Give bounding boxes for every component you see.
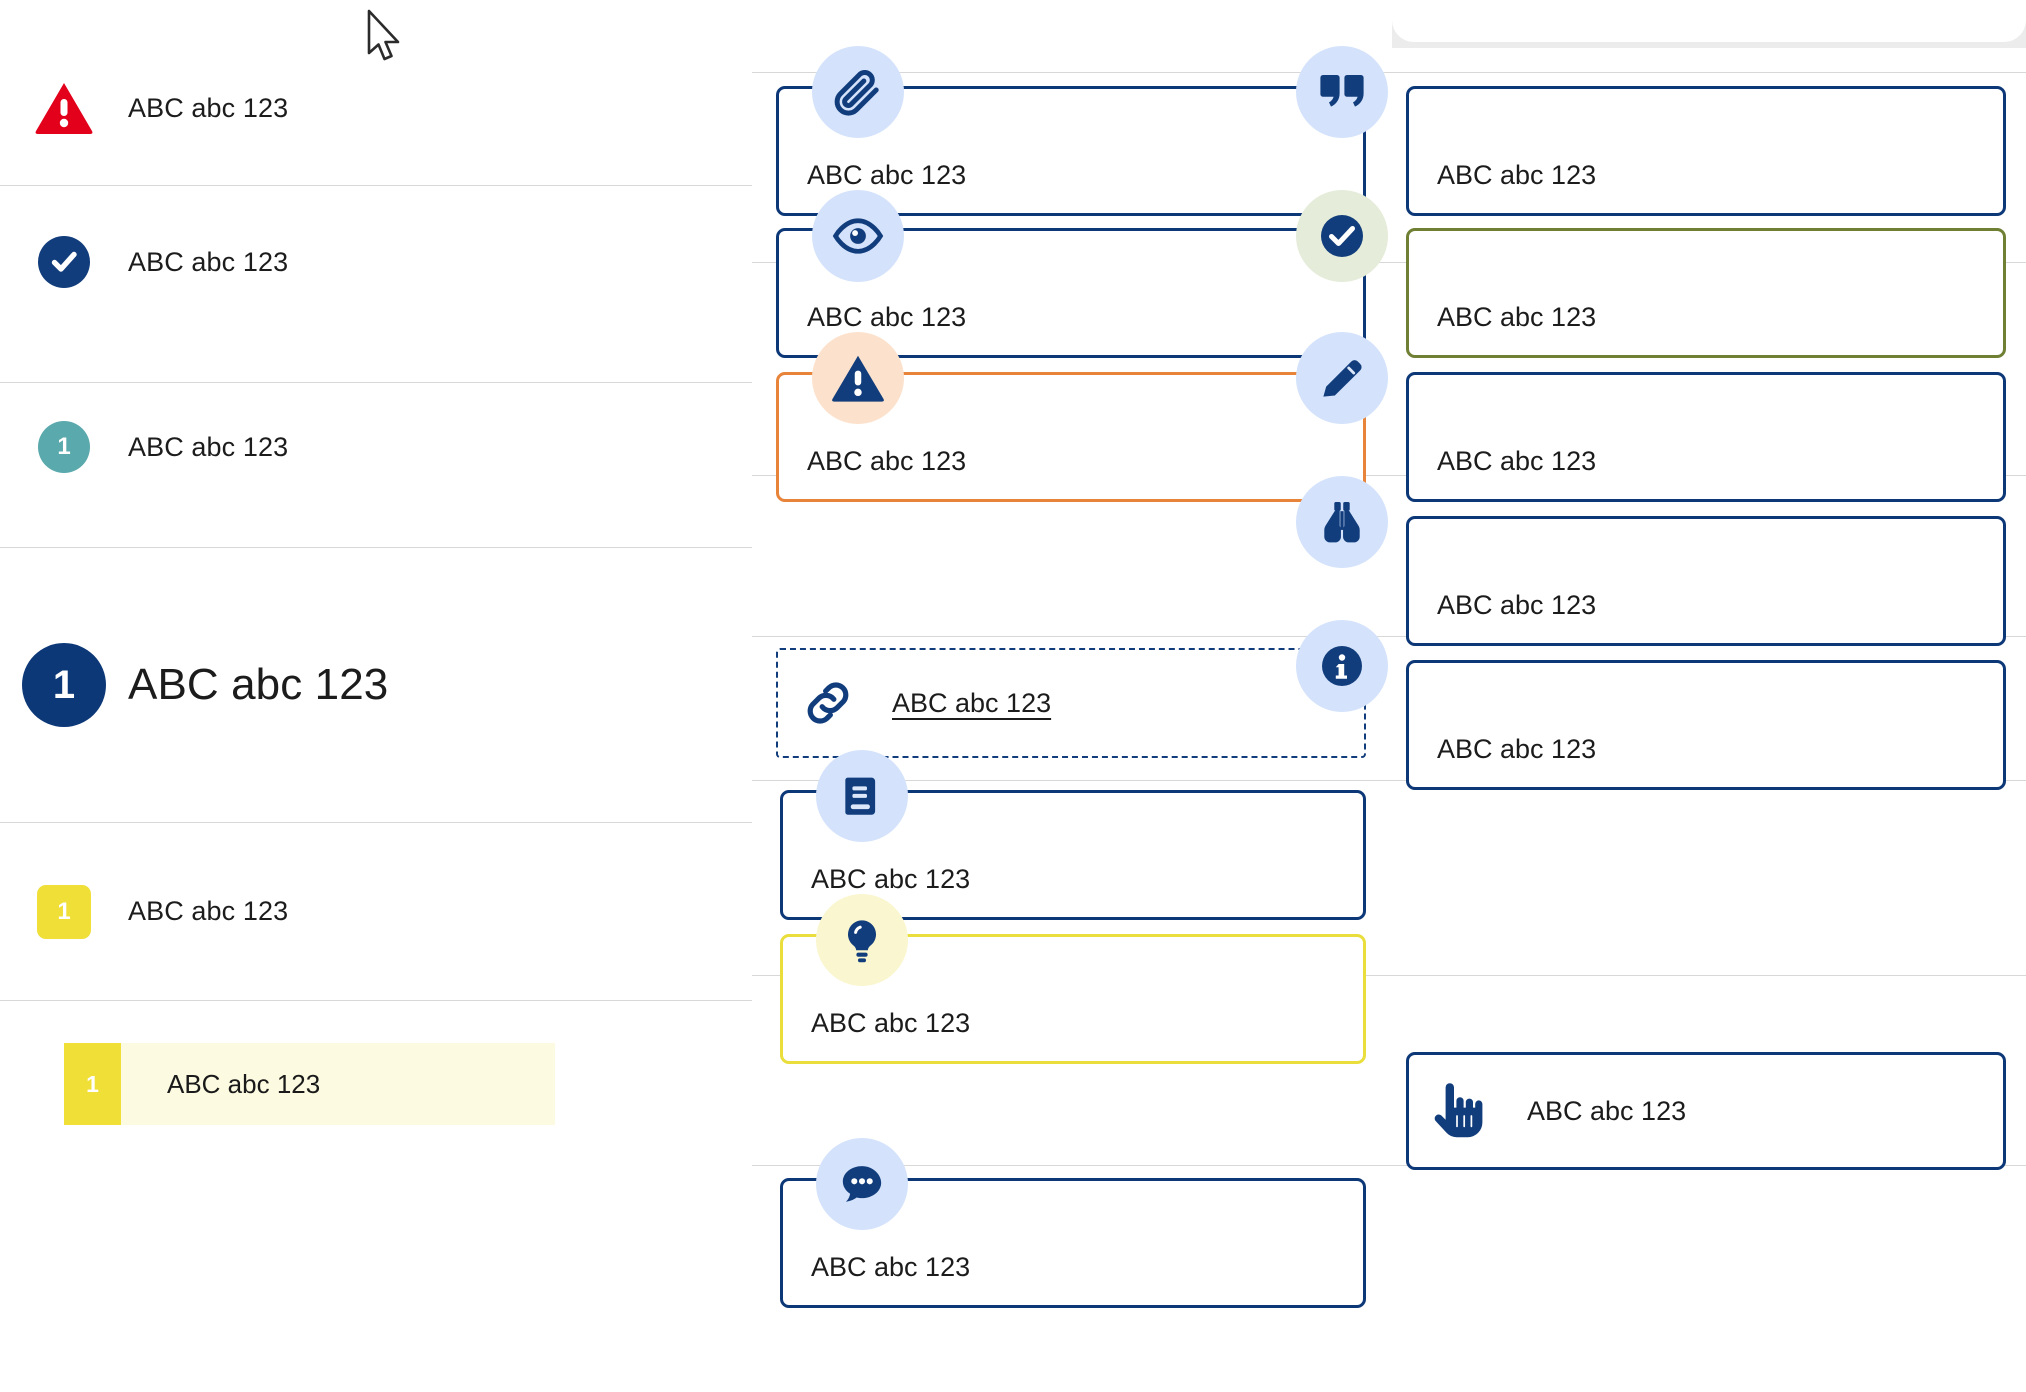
list-item-label: ABC abc 123	[128, 246, 289, 277]
info-circle-icon	[1296, 620, 1388, 712]
link-chain-icon	[802, 677, 854, 729]
card-label: ABC abc 123	[1437, 446, 1597, 476]
warning-triangle-icon	[34, 81, 94, 135]
list-item-label: ABC abc 123	[128, 431, 289, 462]
list-item[interactable]: ABC abc 123	[0, 58, 752, 158]
badge-wrap	[0, 81, 128, 135]
top-panel	[1392, 0, 2026, 42]
card-quote[interactable]: ABC abc 123	[1406, 86, 2006, 216]
binoculars-icon	[1296, 476, 1388, 568]
card-label: ABC abc 123	[807, 446, 967, 476]
card-separator	[752, 1165, 2026, 1166]
left-list-column: ABC abc 123 ABC abc 123 1 ABC abc 123 1 …	[0, 0, 752, 1392]
card-label: ABC abc 123	[1437, 590, 1597, 620]
card-label: ABC abc 123	[1437, 734, 1597, 764]
list-item[interactable]: 1 ABC abc 123	[0, 823, 752, 1000]
list-item-label: ABC abc 123	[128, 896, 289, 926]
card-pencil[interactable]: ABC abc 123	[1406, 372, 2006, 502]
eye-icon	[812, 190, 904, 282]
lightbulb-icon	[816, 894, 908, 986]
card-label: ABC abc 123	[807, 160, 967, 190]
badge-wrap: 1	[0, 884, 128, 939]
card-binoculars[interactable]: ABC abc 123	[1406, 516, 2006, 646]
card-separator	[752, 475, 2026, 476]
list-separator	[0, 547, 752, 548]
card-link-label[interactable]: ABC abc 123	[892, 687, 1052, 718]
card-label: ABC abc 123	[811, 864, 971, 894]
list-item-highlighted[interactable]: 1 ABC abc 123	[64, 1043, 555, 1125]
list-separator	[0, 185, 752, 186]
card-label: ABC abc 123	[1437, 302, 1597, 332]
list-item-label-large: ABC abc 123	[128, 660, 389, 709]
list-item-featured[interactable]: 1 ABC abc 123	[0, 548, 752, 822]
check-circle-icon	[1296, 190, 1388, 282]
card-separator	[752, 262, 2026, 263]
list-separator	[0, 382, 752, 383]
card-label: ABC abc 123	[807, 302, 967, 332]
warning-triangle-icon	[812, 332, 904, 424]
number-badge-large: 1	[22, 643, 106, 727]
badge-wrap: 1	[0, 421, 128, 473]
card-check[interactable]: ABC abc 123	[1406, 228, 2006, 358]
badge-wrap	[0, 236, 128, 288]
pointing-hand-icon	[1429, 1080, 1485, 1142]
check-circle-icon	[38, 236, 90, 288]
badge-wrap: 1	[0, 643, 128, 727]
speech-bubble-icon	[816, 1138, 908, 1230]
number-badge-bar: 1	[64, 1043, 121, 1125]
list-item[interactable]: 1 ABC abc 123	[0, 382, 752, 512]
card-link[interactable]: ABC abc 123	[776, 648, 1366, 758]
card-pointer[interactable]: ABC abc 123	[1406, 1052, 2006, 1170]
book-icon	[816, 750, 908, 842]
card-info[interactable]: ABC abc 123	[1406, 660, 2006, 790]
card-label: ABC abc 123	[1437, 160, 1597, 190]
card-label: ABC abc 123	[811, 1252, 971, 1282]
paperclip-icon	[812, 46, 904, 138]
card-separator	[752, 780, 2026, 781]
list-item-label: ABC abc 123	[128, 92, 289, 123]
list-item-label: ABC abc 123	[167, 1068, 321, 1099]
card-label: ABC abc 123	[1527, 1095, 1687, 1126]
card-separator	[752, 975, 2026, 976]
card-separator	[752, 72, 2026, 73]
list-separator	[0, 822, 752, 823]
card-separator	[752, 636, 2026, 637]
number-badge-square: 1	[37, 884, 91, 939]
card-label: ABC abc 123	[811, 1008, 971, 1038]
list-item[interactable]: ABC abc 123	[0, 222, 752, 302]
quote-icon	[1296, 46, 1388, 138]
number-badge: 1	[38, 421, 90, 473]
pencil-icon	[1296, 332, 1388, 424]
list-separator	[0, 1000, 752, 1001]
